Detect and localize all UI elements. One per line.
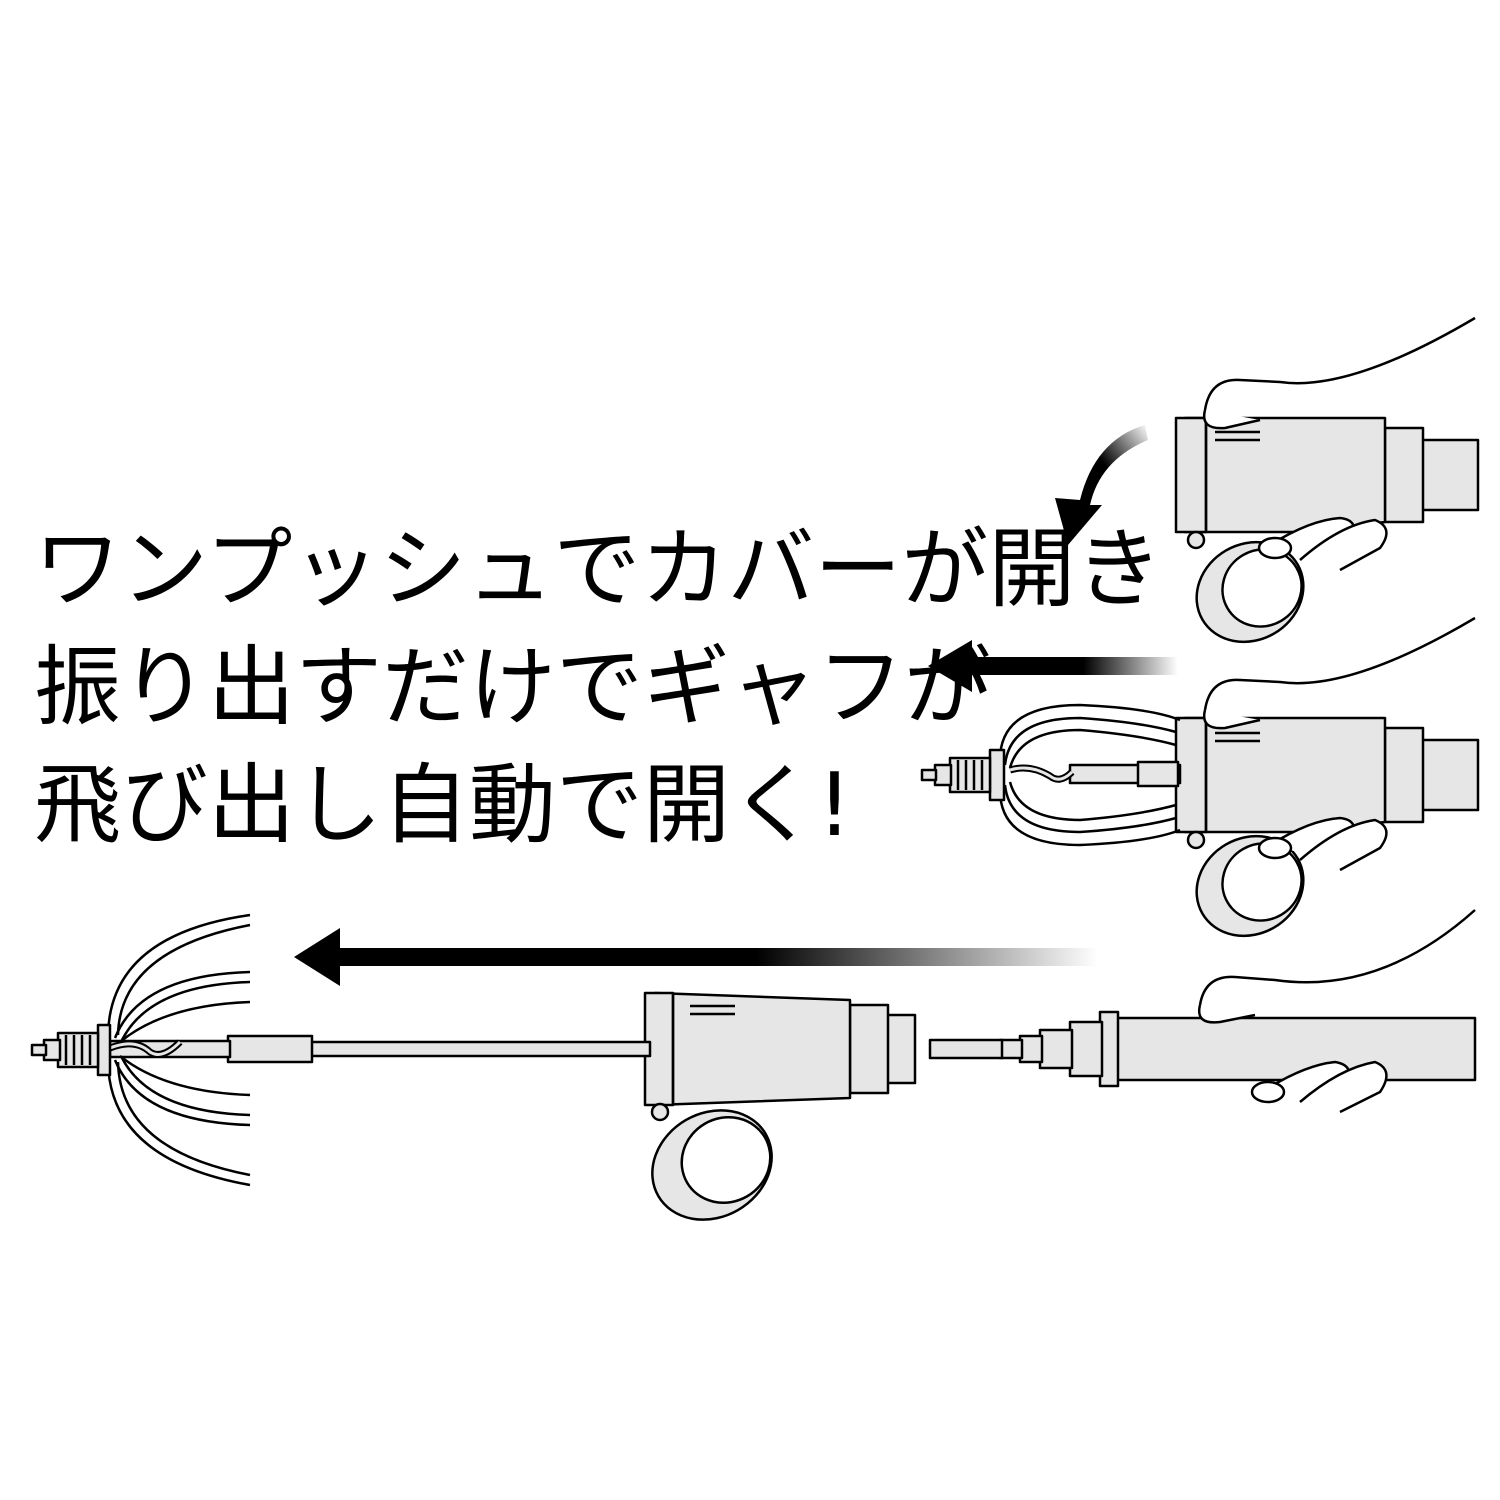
step2-hand	[1203, 616, 1476, 711]
step3-hand	[1198, 909, 1476, 1006]
step1-housing	[1183, 416, 1387, 534]
step3-group	[30, 909, 1477, 1221]
caption-line-1: ワンプッシュでカバーが開き	[34, 518, 1163, 620]
curved-arrow-icon	[1055, 425, 1148, 545]
step1-hand	[1203, 316, 1476, 411]
caption-text: ワンプッシュでカバーが開き 振り出すだけでギャフが 飛び出し自動で開く!	[34, 510, 1162, 864]
gaff-icon	[106, 913, 251, 1187]
caption-line-3: 飛び出し自動で開く!	[34, 754, 852, 856]
rod-handle	[1113, 1016, 1477, 1082]
step2-housing	[1183, 716, 1387, 834]
step2-group	[920, 616, 1480, 938]
left-arrow-icon	[294, 928, 1098, 986]
step3-housing	[653, 991, 852, 1107]
caption-line-2: 振り出すだけでギャフが	[34, 636, 991, 738]
step1-group	[1174, 316, 1480, 644]
left-arrow-icon	[928, 640, 1178, 692]
